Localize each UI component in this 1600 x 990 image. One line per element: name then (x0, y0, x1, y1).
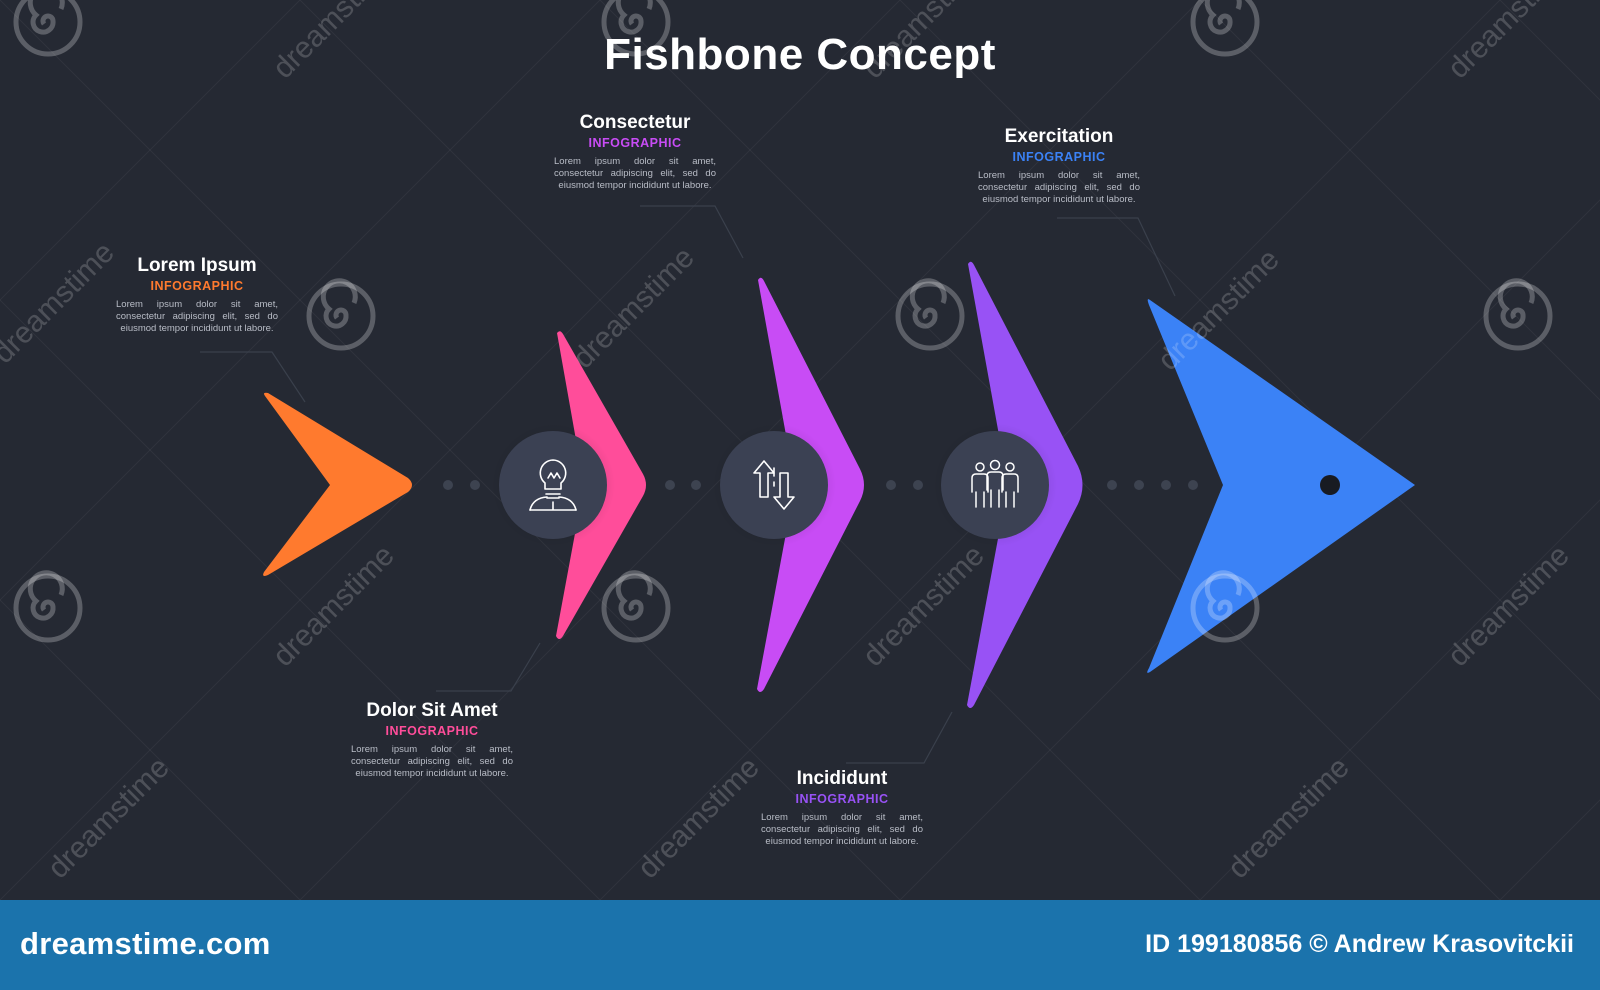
step-title: Lorem Ipsum (137, 255, 257, 276)
watermark-spiral-icon (895, 278, 965, 351)
spine-dots (443, 480, 1198, 490)
step-label-1: Lorem Ipsum INFOGRAPHIC Lorem ipsum dolo… (77, 255, 317, 335)
step-subtitle: INFOGRAPHIC (588, 136, 682, 150)
spine-dot (1188, 480, 1198, 490)
step-text: Lorem ipsum dolor sit amet, consectetur … (761, 812, 923, 847)
icon-circle-2 (712, 423, 836, 547)
step-text: Lorem ipsum dolor sit amet, consectetur … (554, 156, 716, 191)
watermark-line (1199, 499, 1600, 900)
lightbulb-head-icon (529, 459, 577, 511)
watermark-spiral-icon (1190, 570, 1260, 643)
watermark-spiral-icon (13, 0, 83, 57)
step-title: Exercitation (1004, 126, 1114, 147)
watermark-text: dreamstime (1222, 751, 1356, 885)
watermark-text: dreamstime (857, 539, 991, 673)
connector-1 (200, 351, 306, 403)
footer-bar: dreamstime.com ID 199180856 © Andrew Kra… (0, 900, 1600, 990)
step-label-2: Dolor Sit Amet INFOGRAPHIC Lorem ipsum d… (312, 700, 552, 780)
connector-lines (200, 205, 1176, 764)
fishbone-diagram: dreamstime dreamstime dreamstime dreamstime… (0, 0, 1600, 900)
step-label-4: Incididunt INFOGRAPHIC Lorem ipsum dolor… (722, 768, 962, 848)
spine-dot (1161, 480, 1171, 490)
watermark-line (0, 299, 601, 900)
spine-dot (886, 480, 896, 490)
spine-dot (470, 480, 480, 490)
step-text: Lorem ipsum dolor sit amet, consectetur … (116, 299, 278, 334)
step-title: Consectetur (579, 112, 691, 133)
watermark-spiral-icon (1190, 0, 1260, 57)
step-label-5: Exercitation INFOGRAPHIC Lorem ipsum dol… (939, 126, 1179, 206)
icon-circle-3 (933, 423, 1057, 547)
connector-4 (846, 711, 953, 764)
spine-dot (913, 480, 923, 490)
fish-eye (1320, 475, 1340, 495)
tail-arrow (263, 392, 412, 576)
watermark-text: dreamstime (1442, 539, 1576, 673)
watermark-line (0, 0, 301, 301)
watermark-line (0, 0, 601, 601)
watermark-line (1499, 0, 1600, 101)
watermark-line (1499, 799, 1600, 900)
watermark-spiral-icon (306, 278, 376, 351)
team-icon (971, 459, 1019, 508)
connector-5 (1057, 217, 1176, 297)
up-down-arrows-icon (753, 460, 795, 510)
step-subtitle: INFOGRAPHIC (150, 279, 244, 293)
spine-dot (691, 480, 701, 490)
footer-credit: ID 199180856 © Andrew Krasovitckii (1145, 930, 1574, 958)
step-title: Dolor Sit Amet (366, 700, 498, 721)
watermark-line (1199, 0, 1600, 401)
watermark-text: dreamstime (42, 751, 176, 885)
footer-brand[interactable]: dreamstime.com (20, 926, 271, 961)
watermark-spiral-icon (1483, 278, 1553, 351)
spine-dot (1134, 480, 1144, 490)
step-title: Incididunt (796, 768, 888, 789)
step-subtitle: INFOGRAPHIC (1012, 150, 1106, 164)
connector-2 (436, 642, 541, 692)
watermark-line (0, 0, 901, 900)
connector-3 (640, 205, 744, 259)
spine-dot (1107, 480, 1117, 490)
watermark-line (0, 599, 301, 900)
icon-circle-1 (491, 423, 615, 547)
page-title: Fishbone Concept (604, 30, 996, 79)
watermark-line (0, 0, 901, 900)
step-subtitle: INFOGRAPHIC (795, 792, 889, 806)
step-subtitle: INFOGRAPHIC (385, 724, 479, 738)
watermark-spiral-icon (13, 570, 83, 643)
step-text: Lorem ipsum dolor sit amet, consectetur … (978, 170, 1140, 205)
watermark-spiral-icon (601, 0, 671, 57)
watermark-spiral-icon (601, 570, 671, 643)
step-label-3: Consectetur INFOGRAPHIC Lorem ipsum dolo… (515, 112, 755, 192)
spine-dot (443, 480, 453, 490)
step-text: Lorem ipsum dolor sit amet, consectetur … (351, 744, 513, 779)
watermark-text: dreamstime (567, 241, 701, 375)
fish-head (1147, 299, 1415, 673)
spine-dot (665, 480, 675, 490)
